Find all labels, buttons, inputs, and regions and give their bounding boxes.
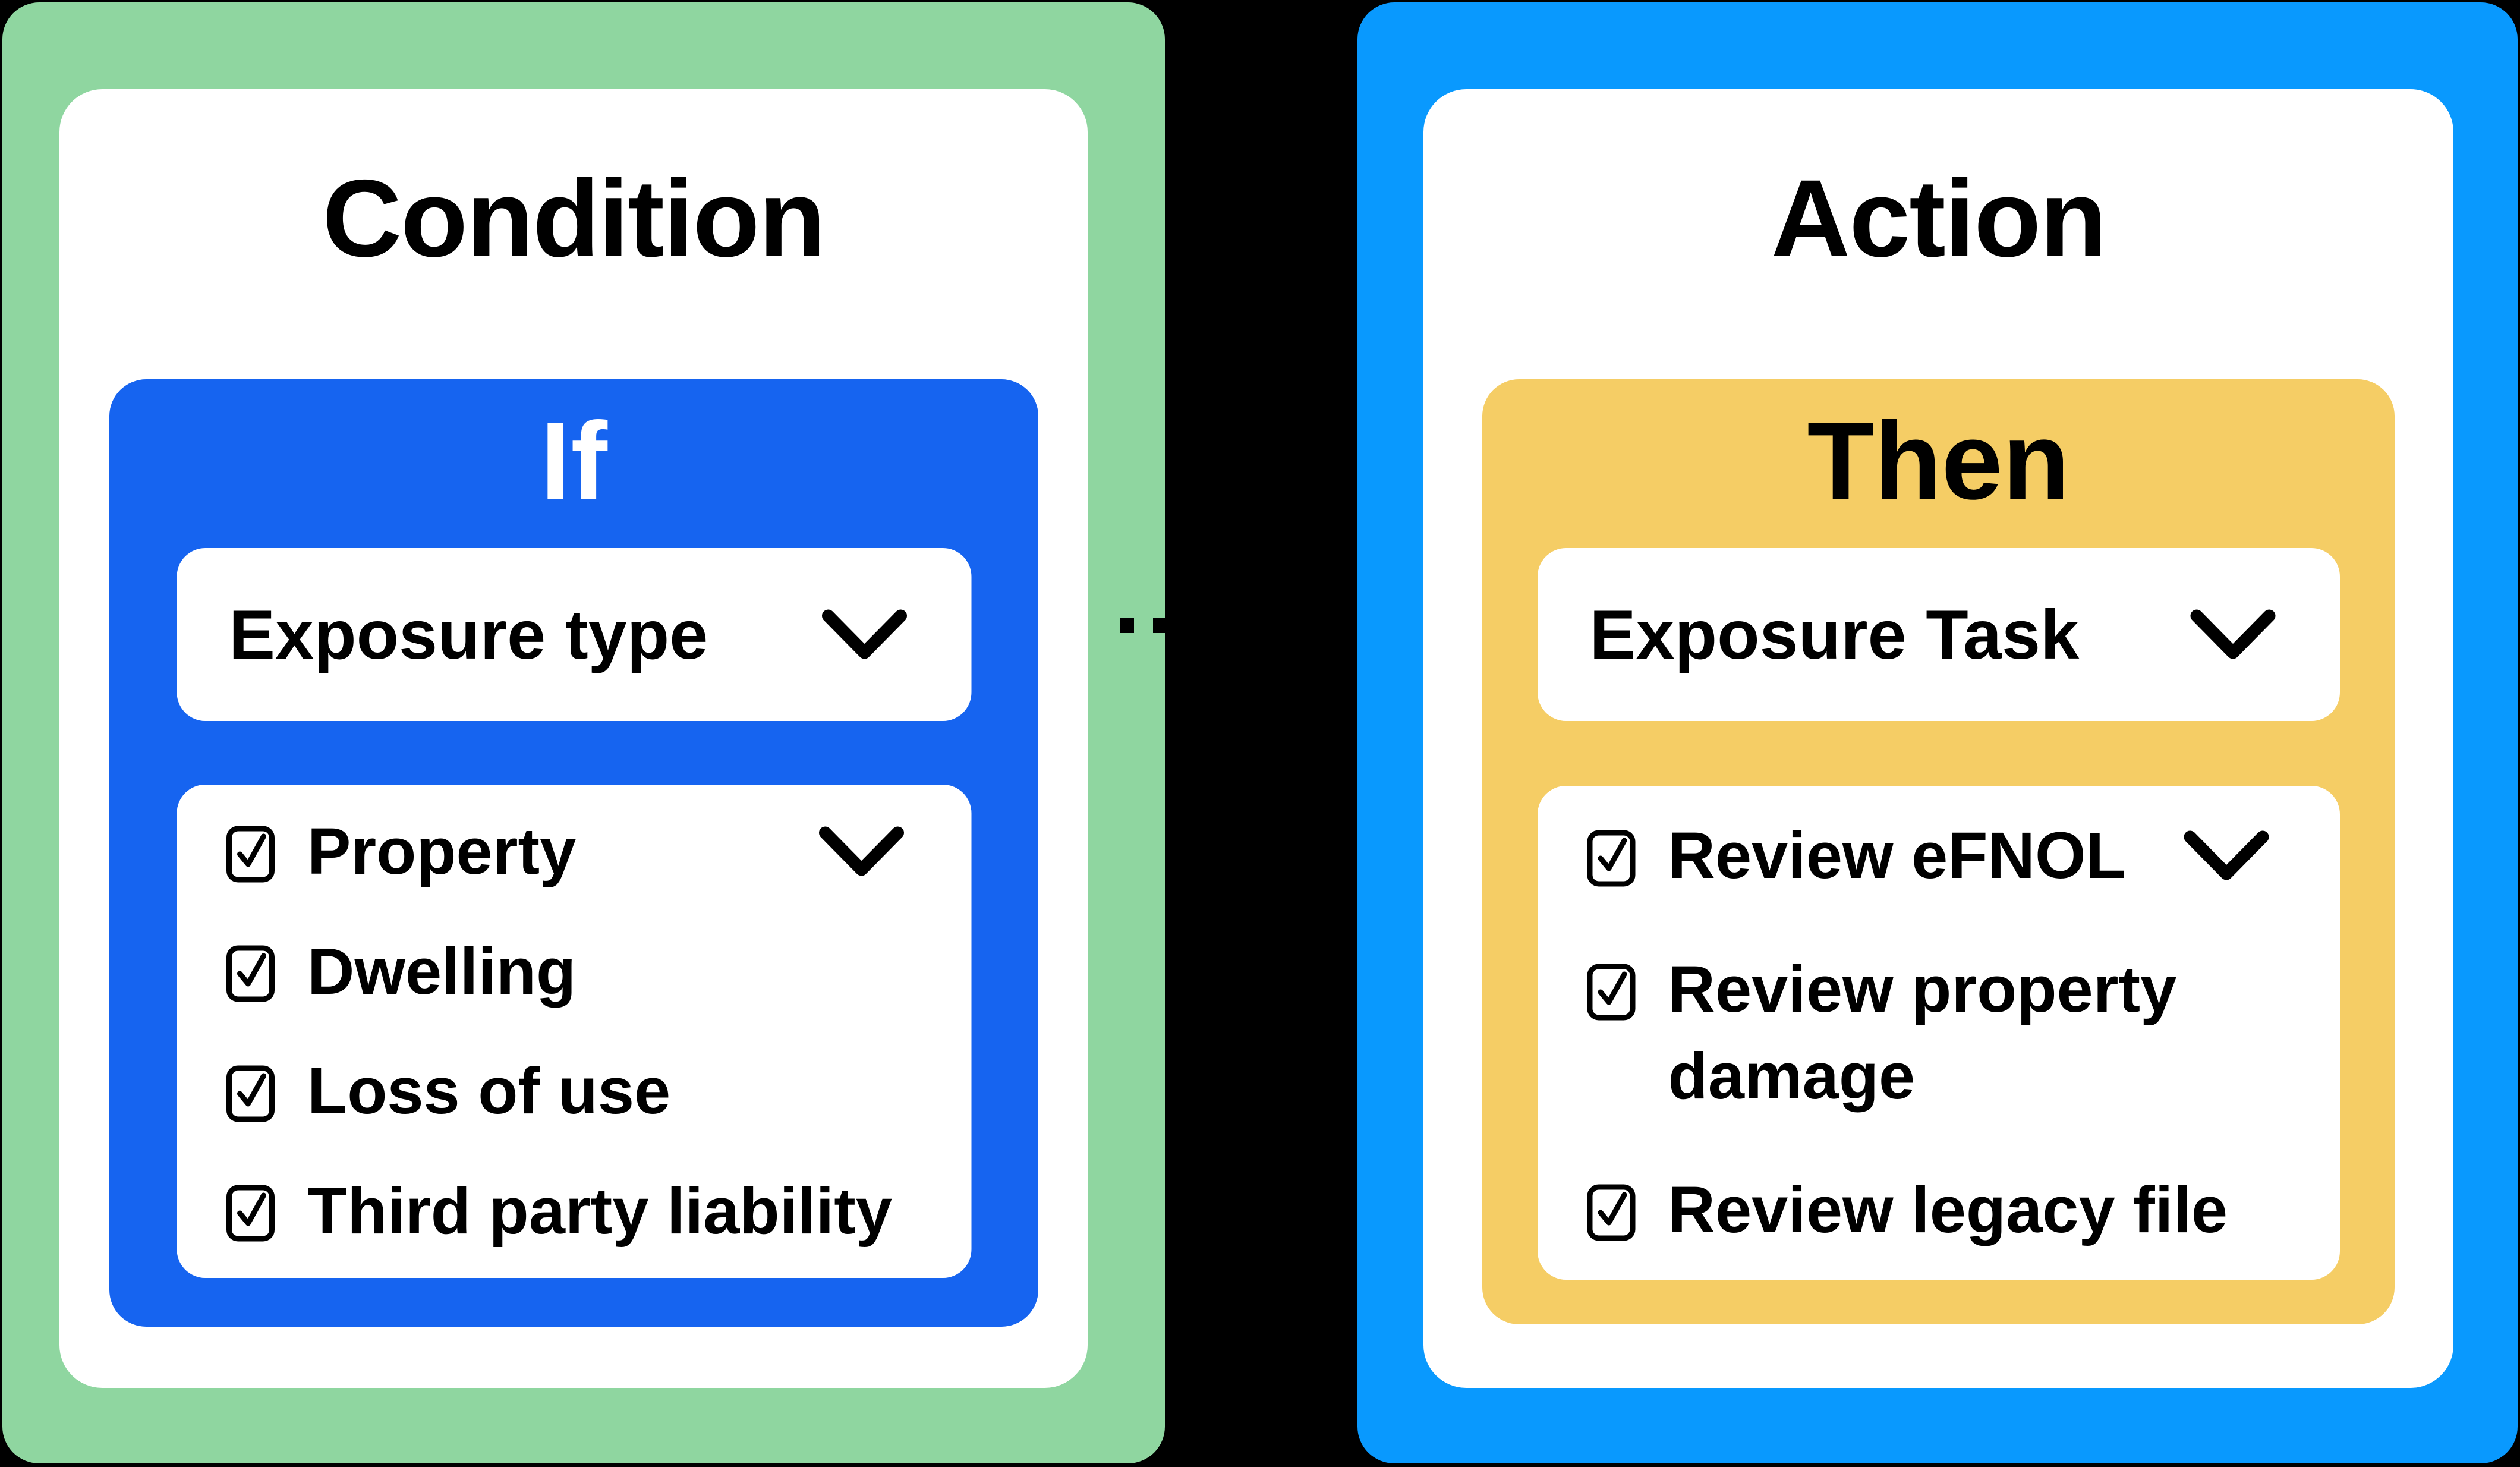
condition-checklist: Property Dwelling Loss of use Third part… [177,785,971,1278]
condition-title: Condition [322,158,826,280]
checkbox-checked-icon[interactable] [1585,1179,1637,1242]
checkbox-checked-icon[interactable] [1585,958,1637,1021]
checkbox-checked-icon[interactable] [224,1179,276,1242]
checklist-item-dwelling[interactable]: Dwelling [224,912,906,1032]
condition-panel: Condition If Exposure type Property Dw [2,2,1165,1463]
if-label: If [540,400,607,522]
chevron-down-icon[interactable] [2182,829,2271,883]
action-checklist: Review eFNOL Review property damage Revi… [1537,786,2340,1280]
chevron-down-icon[interactable] [817,824,906,879]
checklist-item-review-legacy-file[interactable]: Review legacy file [1585,1150,2304,1270]
checklist-item-label: Property [307,815,577,889]
checklist-item-third-party-liability[interactable]: Third party liability [224,1151,906,1271]
checklist-item-label: Third party liability [307,1174,893,1248]
checklist-item-loss-of-use[interactable]: Loss of use [224,1031,906,1151]
checklist-item-label: Review eFNOL [1668,819,2126,892]
dropdown-value: Exposure Task [1589,596,2080,673]
checkbox-checked-icon[interactable] [224,940,276,1003]
checklist-item-review-efnol[interactable]: Review eFNOL [1585,795,2304,916]
checklist-item-property[interactable]: Property [224,792,906,912]
then-label: Then [1807,400,2070,522]
action-title: Action [1771,158,2108,280]
checkbox-checked-icon[interactable] [1585,824,1637,887]
checklist-item-label: Dwelling [307,934,577,1008]
exposure-type-dropdown[interactable]: Exposure type [177,548,971,721]
dropdown-value: Exposure type [229,596,708,673]
action-panel: Action Then Exposure Task Review eFNOL [1357,2,2518,1463]
checklist-item-label: Review legacy file [1668,1173,2228,1246]
then-section: Then Exposure Task Review eFNOL Review p… [1482,379,2395,1324]
chevron-down-icon [2190,609,2275,659]
exposure-task-dropdown[interactable]: Exposure Task [1537,548,2340,721]
checklist-item-review-property-damage[interactable]: Review property damage [1585,946,2304,1120]
chevron-down-icon [821,609,907,659]
checklist-item-label: Loss of use [307,1054,671,1128]
if-section: If Exposure type Property Dwelling [109,379,1038,1327]
arrow-dashed-line [1120,618,1331,633]
condition-card: Condition If Exposure type Property Dw [59,89,1088,1388]
checkbox-checked-icon[interactable] [224,820,276,883]
action-card: Action Then Exposure Task Review eFNOL [1423,89,2453,1388]
checkbox-checked-icon[interactable] [224,1060,276,1123]
checklist-item-label: Review property damage [1668,952,2177,1113]
